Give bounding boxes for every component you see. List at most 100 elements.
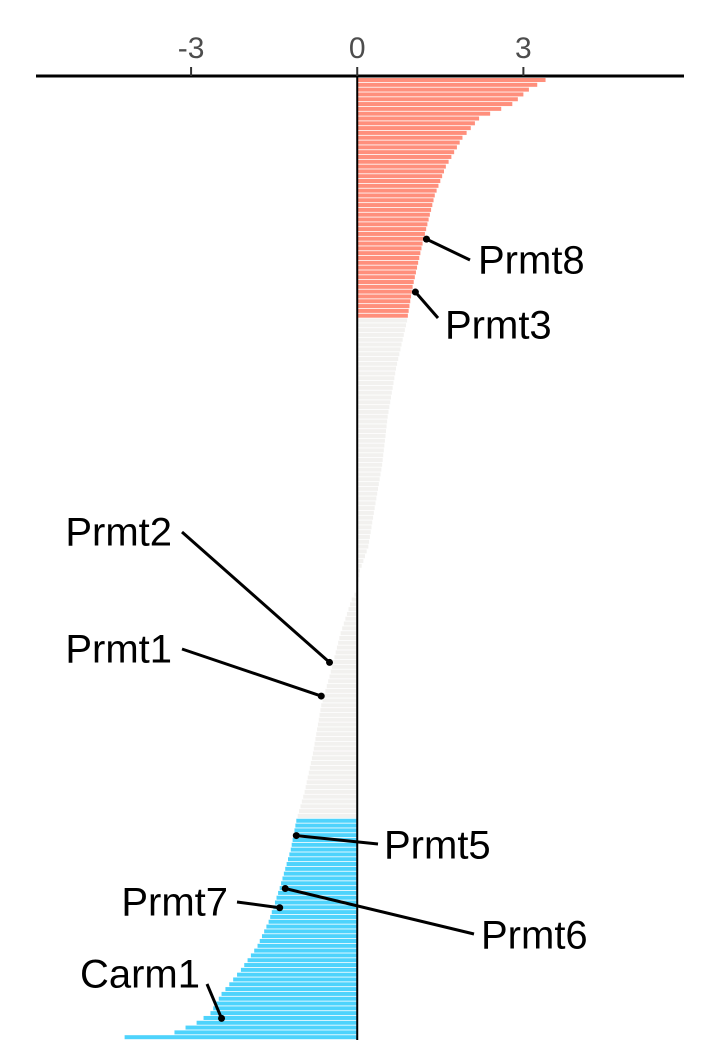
bar [124,1035,358,1040]
bar [244,963,358,968]
bar [301,799,358,804]
bar [357,231,425,236]
bar [357,361,398,366]
bar [357,510,374,515]
bar [357,544,369,549]
bar [218,996,358,1001]
bar [332,664,358,669]
bar [282,876,358,881]
bar [357,251,421,256]
bar [315,736,358,741]
bar [336,645,358,650]
bar [203,1015,358,1020]
bar [357,299,411,304]
bar [289,852,358,857]
annotation-label-prmt1: Prmt1 [65,628,172,672]
bar [357,313,408,318]
bar [357,482,379,487]
bar [357,462,383,467]
bar [225,987,358,992]
bar [357,159,449,164]
bar [357,332,404,337]
bar [357,563,362,568]
bar [233,977,358,982]
bar [357,87,529,92]
bar [328,679,358,684]
bar [357,154,452,159]
bar [357,207,432,212]
bar [357,183,439,188]
x-tick-label: -3 [178,32,205,65]
annotation-label-prmt8: Prmt8 [478,239,585,283]
bar [321,703,358,708]
bar [311,756,358,761]
bar [313,746,358,751]
bar [357,496,377,501]
bar [357,102,513,107]
bar [357,150,455,155]
bar [330,669,358,674]
bar [286,862,358,867]
bar [312,751,358,756]
bar [346,611,358,616]
bar [357,289,412,294]
bar [338,640,358,645]
bar [357,453,384,458]
bar [266,924,358,929]
bar [316,732,358,737]
bar [357,284,413,289]
bar [291,842,358,847]
annotation-leader-prmt8 [425,237,471,262]
bar [285,866,358,871]
bar [229,982,358,987]
bar [357,227,427,232]
bar [348,607,358,612]
bar [357,539,370,544]
bar [357,520,373,525]
bar [237,972,358,977]
bar [340,631,358,636]
bar [319,712,358,717]
bar [357,304,410,309]
bar [345,616,358,621]
bar [303,794,358,799]
bar [357,198,434,203]
bar [357,294,412,299]
bar [357,472,381,477]
bar [357,568,360,573]
annotation-label-prmt5: Prmt5 [384,824,491,868]
bar [357,342,402,347]
bar [357,337,403,342]
bar [357,356,399,361]
bar [213,1006,358,1011]
bar [357,265,418,270]
annotation-point-prmt1 [317,692,325,700]
bar [357,554,365,559]
bar [357,352,400,357]
bar [240,967,358,972]
bar [342,626,358,631]
bar [343,621,358,626]
bar [250,953,358,958]
bar [357,222,428,227]
bar [357,97,518,102]
bar [357,116,480,121]
bar [357,438,385,443]
bar [357,424,387,429]
bar [357,506,375,511]
bar [350,602,358,607]
bar [357,419,388,424]
bar [294,828,358,833]
bar [357,366,396,371]
annotation-point-prmt7 [276,904,284,912]
bar [357,193,435,198]
bar [357,280,414,285]
bar [333,660,358,665]
bar [264,929,358,934]
bar [261,934,358,939]
bar [357,212,430,217]
bar [357,501,376,506]
bar [196,1020,358,1025]
bar [357,188,437,193]
bar [357,236,424,241]
